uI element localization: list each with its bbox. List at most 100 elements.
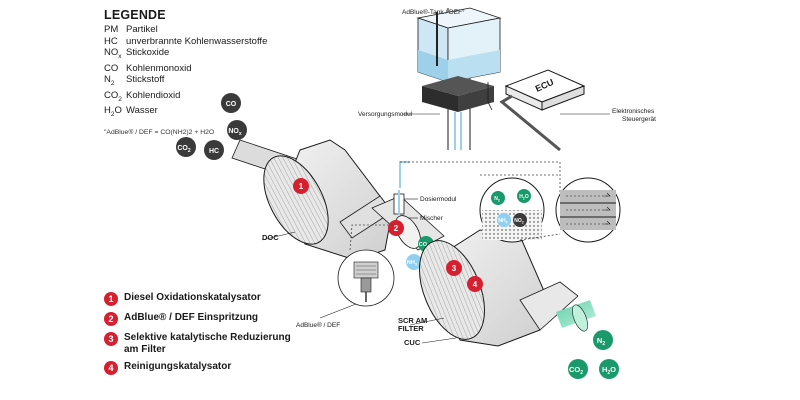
process-steps-list: 1 Diesel Oxidationskatalysator 2 AdBlue®… (104, 292, 304, 381)
zoom-n2-molecule (491, 191, 505, 205)
legend-row: HC unverbrannte Kohlenwasserstoffe (104, 36, 314, 48)
injector-detail (337, 224, 396, 307)
step-number: 3 (104, 332, 118, 346)
step-item: 2 AdBlue® / DEF Einspritzung (104, 312, 304, 326)
step-badge-2 (388, 220, 404, 236)
inlet-pollutants: CO NOx CO2 HC (176, 93, 247, 160)
cuc-label: CUC (404, 338, 421, 347)
legend-title: LEGENDE (104, 8, 166, 22)
out-co2-molecule (568, 359, 588, 379)
supply-module-label: Versorgungsmodul (358, 111, 413, 118)
outlet-products: N2 CO2 H2O (568, 330, 619, 379)
dosing-module-label: Dosiermodul (420, 196, 457, 203)
legend-abbr-sub: x (118, 53, 122, 61)
legend-text: Stickoxide (126, 47, 170, 59)
zoom-no2-molecule (513, 213, 527, 227)
step-label: Selektive katalytische Reduzierung am Fi… (124, 332, 291, 355)
zoom-n2-label: N2 (494, 196, 500, 203)
out-h2o-label: H2O (602, 365, 616, 376)
co-label: CO (226, 101, 237, 108)
step-item: 3 Selektive katalytische Reduzierung am … (104, 332, 304, 355)
mixer-nh3-molecule (406, 254, 422, 270)
nox-molecule (227, 120, 247, 140)
scr-filter-label-1: SCR AM (398, 316, 427, 325)
legend-abbr-text: N (104, 74, 111, 86)
step-number: 2 (104, 312, 118, 326)
step-badge-1 (293, 178, 309, 194)
zoom-h2o-molecule (517, 189, 531, 203)
step-label: AdBlue® / DEF Einspritzung (124, 312, 259, 323)
legend-abbr-sub: 2 (110, 111, 115, 119)
legend-text: Stickstoff (126, 74, 165, 86)
zoom-no2-label: NO2 (514, 218, 524, 225)
legend-abbr: NOx (104, 47, 126, 62)
adblue-tank (416, 7, 502, 150)
legend-text: Kohlenmonoxid (126, 62, 192, 74)
legend: LEGENDE PM Partikel HC unverbrannte Kohl… (104, 8, 314, 136)
step-badge-4-label: 4 (473, 280, 478, 289)
legend-abbr: CO (104, 63, 126, 75)
zoom-h2o-label: H2O (519, 194, 529, 201)
legend-abbr-text: NO (104, 47, 119, 59)
legend-abbr-sub: 2 (110, 80, 115, 88)
tank-label: AdBlue®-Tank / DEF° (402, 8, 465, 16)
out-n2-label: N2 (597, 336, 605, 347)
step-badge-3 (446, 260, 462, 276)
legend-abbr-tail: O (114, 105, 122, 117)
supply-module (422, 76, 494, 112)
step-item: 4 Reinigungskatalysator (104, 361, 304, 375)
legend-row: H2O Wasser (104, 105, 314, 120)
step-label: Diesel Oxidationskatalysator (124, 292, 261, 303)
legend-abbr-text: HC (104, 35, 118, 47)
zoom-nh3-label: NH3 (498, 218, 507, 225)
signal-lines (400, 161, 561, 200)
legend-text: Wasser (126, 105, 158, 117)
co2-label: CO2 (177, 145, 191, 154)
mixer-label: Mischer (420, 215, 444, 222)
reaction-zoom-detail: N2 H2O NH3 NO2 (479, 177, 545, 243)
step-item: 1 Diesel Oxidationskatalysator (104, 292, 304, 306)
co2-molecule (176, 137, 196, 157)
legend-abbr-sub: 2 (118, 95, 122, 103)
out-co2-label: CO2 (569, 365, 583, 376)
legend-abbr: CO2 (104, 90, 126, 105)
legend-abbr: N2 (104, 74, 126, 89)
legend-abbr: HC (104, 36, 126, 48)
legend-abbr: H2O (104, 105, 126, 120)
adblue-injector-label: AdBlue® / DEF (296, 321, 340, 329)
legend-row: CO2 Kohlendioxid (104, 90, 314, 105)
step-badge-3-label: 3 (452, 264, 457, 273)
doc-label: DOC (262, 233, 279, 242)
step-number: 1 (104, 292, 118, 306)
legend-abbr-text: CO (104, 62, 119, 74)
step-badge-2-label: 2 (394, 224, 399, 233)
hc-label: HC (209, 148, 219, 155)
legend-row: CO Kohlenmonoxid (104, 63, 314, 75)
out-h2o-molecule (599, 359, 619, 379)
step-number: 4 (104, 361, 118, 375)
legend-abbr-text: CO (104, 89, 119, 101)
scr-filter-cuc (419, 229, 579, 347)
scr-filter-label-2: FILTER (398, 324, 424, 333)
co-molecule (221, 93, 241, 113)
hc-molecule (204, 140, 224, 160)
out-n2-molecule (593, 330, 613, 350)
step-badge-4 (467, 276, 483, 292)
legend-abbr-text: H (104, 105, 111, 117)
filter-flow-zoom-detail (519, 177, 621, 243)
legend-text: Partikel (126, 24, 158, 35)
legend-abbr-text: PM (104, 24, 119, 35)
ecu-unit: ECU (499, 69, 586, 152)
legend-text: unverbrannte Kohlenwasserstoffe (126, 35, 268, 47)
legend-row: NOx Stickoxide (104, 47, 314, 62)
step-label: Reinigungskatalysator (124, 361, 232, 372)
ecu-caption-line-2: Steuergerät (622, 116, 656, 123)
legend-abbr: PM (104, 24, 126, 36)
legend-text: Kohlendioxid (126, 89, 181, 101)
outlet-pipe (556, 300, 596, 332)
mixer-nh3-label: NH3 (407, 260, 418, 267)
legend-row: N2 Stickstoff (104, 74, 314, 89)
zoom-nh3-molecule (497, 213, 511, 227)
